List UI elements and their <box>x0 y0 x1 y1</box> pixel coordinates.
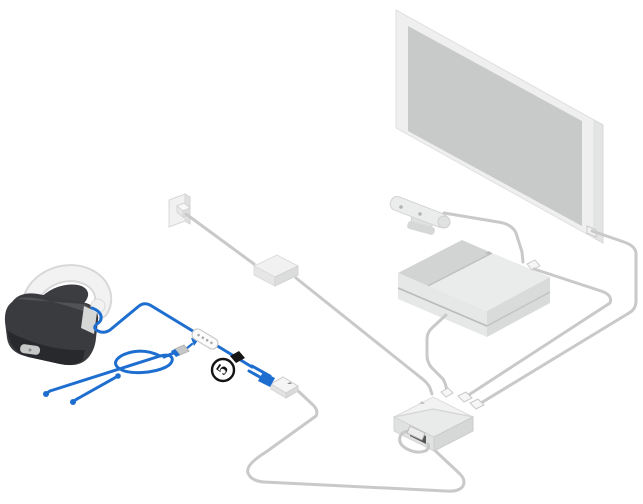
ps4-top-groove <box>427 252 493 287</box>
vr-headset-cable <box>90 302 254 369</box>
power-plug-head <box>406 425 426 441</box>
vr-connection-box <box>270 376 299 399</box>
unit-top-seam <box>393 408 474 418</box>
callout-circle <box>210 357 236 383</box>
earbuds-wire-left <box>48 349 174 393</box>
ps4-console <box>397 240 551 337</box>
headset-badge-dot <box>28 348 32 352</box>
camera-cable <box>442 211 525 264</box>
headset-side-panel <box>81 306 97 334</box>
processor-unit <box>392 387 485 454</box>
tv-side-edge <box>593 119 604 244</box>
vr-headset <box>4 264 113 366</box>
box-right <box>285 385 299 399</box>
remote-button-1 <box>197 333 200 337</box>
remote-button-3 <box>205 338 209 342</box>
unit-logo <box>419 401 425 404</box>
tv-hdmi-cable <box>474 229 638 408</box>
earbud-right <box>70 399 76 405</box>
power-cable-outlet-segment <box>184 212 256 266</box>
ps4-right-seam <box>486 291 551 327</box>
power-plug-loop <box>398 429 431 454</box>
playstation-camera <box>389 195 451 235</box>
camera-base <box>407 221 435 235</box>
adapter-front-right <box>274 265 299 287</box>
unit-back-connector-2 <box>469 398 485 410</box>
earbuds-wire-right <box>75 374 120 401</box>
gray-cables <box>184 211 638 493</box>
step-callout: 5 <box>210 357 236 383</box>
inline-remote-control <box>191 328 219 350</box>
ps4-back-port <box>526 259 541 271</box>
unit-back-nub-hdmi <box>440 387 454 398</box>
unit-back-connector-1 <box>457 391 473 403</box>
remote-body <box>191 328 219 350</box>
ps4-top-dark-strip <box>398 240 492 286</box>
ps4-front-seam <box>397 287 488 327</box>
tv-screen <box>408 26 582 226</box>
remote-button-2 <box>201 336 205 340</box>
camera-end-cap <box>437 215 451 229</box>
headset-band <box>25 266 111 317</box>
ps4-front-face <box>398 273 487 337</box>
unit-front-right-face <box>433 416 474 452</box>
usb-cable <box>462 267 613 400</box>
tv <box>395 9 604 244</box>
cable-tag <box>230 351 245 363</box>
earbuds-cable-bead <box>115 373 121 379</box>
headset-visor-shadow <box>7 330 85 365</box>
power-cable-adapter-segment <box>294 276 434 396</box>
ps4-top-light <box>428 253 550 311</box>
connection-box-cable <box>246 387 466 493</box>
ps4-hdmi-cable <box>425 313 449 393</box>
earbuds-plug-base <box>171 349 180 357</box>
vr-cable-plug <box>258 372 275 387</box>
remote-button-4 <box>210 341 213 345</box>
camera-lens-left <box>399 205 403 209</box>
ac-adapter <box>252 254 300 287</box>
ps-logo <box>485 251 492 254</box>
camera-lens-right <box>418 212 422 216</box>
ps4-right-face <box>487 277 550 337</box>
power-outlet <box>168 193 191 228</box>
earbud-left <box>43 391 49 397</box>
box-logo <box>287 382 292 384</box>
headset-visor-top <box>16 297 94 315</box>
